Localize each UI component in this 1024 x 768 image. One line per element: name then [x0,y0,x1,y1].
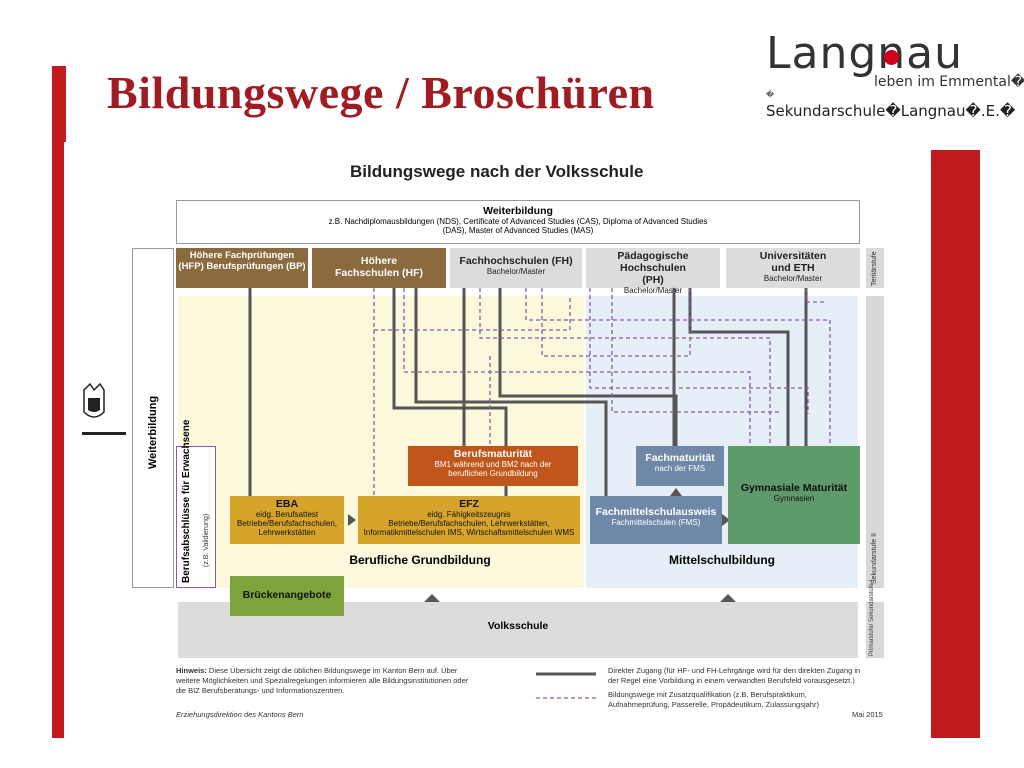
eba-title: EBA [275,498,299,510]
weiterbildung-heading: Weiterbildung [483,205,553,217]
tertiary-hfp-title: Höhere Fachprüfungen (HFP) Berufsprüfung… [178,250,306,272]
langnau-logo: Langnau leben im Emmental� � Sekundarsch… [766,28,1024,128]
tertiary-ph-sub: Bachelor/Master [623,286,683,296]
gym-maturitaet-text: Gymnasien [773,494,815,504]
berufsmaturitaet-text: BM1 während und BM2 nach der beruflichen… [434,460,552,479]
fachmaturitaet-box: Fachmaturität nach der FMS [636,446,724,486]
eba-sub: eidg. Berufsattest [255,510,319,520]
gym-maturitaet-title: Gymnasiale Maturität [740,482,848,494]
berufsmaturitaet-title: Berufsmaturität [453,448,533,460]
tertiary-hfp: Höhere Fachprüfungen (HFP) Berufsprüfung… [176,248,308,288]
eba-text: Betriebe/Berufsfachschulen, Lehrwerkstät… [236,519,338,538]
brueckenangebote-box: Brückenangebote [230,576,344,616]
berufliche-grundbildung-text: Berufliche Grundbildung [349,553,491,567]
tertiary-hf: Höhere Fachschulen (HF) [312,248,446,288]
label-berufliche-grundbildung: Berufliche Grundbildung [340,553,500,568]
fachmaturitaet-text: nach der FMS [654,464,706,474]
logo-red-dot [884,50,899,65]
tertiary-uni-sub: Bachelor/Master [763,274,823,284]
connection-lines [248,288,831,602]
weiterbildung-box: Weiterbildung z.B. Nachdiplomausbildunge… [176,200,860,244]
fms-title: Fachmittelschulausweis [595,506,717,518]
weiterbildung-column: Weiterbildung [132,248,174,588]
brueckenangebote-text: Brückenangebote [242,589,332,601]
bern-crest-icon [82,382,126,435]
weiterbildung-text: z.B. Nachdiplomausbildungen (NDS), Certi… [328,217,708,236]
tertiary-ph: Pädagogische Hochschulen (PH) Bachelor/M… [586,248,720,295]
mittelschulbildung-text: Mittelschulbildung [669,553,775,567]
left-accent-bar [52,66,64,738]
fachmaturitaet-title: Fachmaturität [645,452,715,464]
education-diagram: Bildungswege nach der Volksschule Weiter… [130,156,892,724]
tertiary-uni-title: Universitäten und ETH [759,250,827,275]
berufsmaturitaet-box: Berufsmaturität BM1 während und BM2 nach… [408,446,578,486]
efz-sub: eidg. Fähigkeitszeugnis [427,510,511,520]
logo-wordmark: Langnau [766,28,964,79]
volksschule-text: Volksschule [487,620,549,632]
level-bar-tertiaer: Tertiärstufe [866,248,884,288]
efz-title: EFZ [459,498,479,510]
logo-bullet: � [766,90,775,99]
hinweis-text: Diese Übersicht zeigt die üblichen Bildu… [176,666,469,696]
left-accent-bar-top [52,66,66,142]
efz-text: Betriebe/Berufsfachschulen, Lehrwerkstät… [363,519,575,538]
tertiary-fh-sub: Bachelor/Master [486,267,546,277]
slide-title: Bildungswege / Broschüren [107,67,655,118]
legend-direct: Direkter Zugang (für HF- und FH-Lehrgäng… [608,666,861,686]
diagram-title: Bildungswege nach der Volksschule [350,162,644,181]
fms-box: Fachmittelschulausweis Fachmittelschulen… [590,496,722,544]
right-accent-bar [931,150,980,738]
logo-school-name: Sekundarschule�Langnau�.E.� [766,102,1016,120]
hinweis-label: Hinweis: [176,666,207,675]
efz-box: EFZ eidg. Fähigkeitszeugnis Betriebe/Ber… [358,496,580,544]
gym-maturitaet-box: Gymnasiale Maturität Gymnasien [728,446,860,544]
berufsabschluesse-column: Berufsabschlüsse für Erwachsene (z.B. Va… [176,420,216,588]
label-mittelschulbildung: Mittelschulbildung [642,553,802,568]
level-bar-primar: Primarstufe/ Sekundarstufe I [866,580,884,658]
date-credit: Mai 2015 [852,710,883,719]
level-bar-sek2: Sekundarstufe II [866,296,884,588]
tertiary-fh: Fachhochschulen (FH) Bachelor/Master [450,248,582,288]
legend-swatches [536,672,596,699]
legend-additional: Bildungswege mit Zusatzqualifikation (z.… [608,690,819,710]
source-credit: Erziehungsdirektion des Kantons Bern [176,710,304,719]
logo-tagline: leben im Emmental� [874,74,1024,90]
tertiary-fh-title: Fachhochschulen (FH) [459,255,573,267]
fms-text: Fachmittelschulen (FMS) [611,518,701,528]
tertiary-hf-title: Höhere Fachschulen (HF) [334,255,424,280]
eba-box: EBA eidg. Berufsattest Betriebe/Berufsfa… [230,496,344,544]
tertiary-ph-title: Pädagogische Hochschulen (PH) [617,250,689,287]
tertiary-uni: Universitäten und ETH Bachelor/Master [726,248,860,288]
hinweis: Hinweis: Diese Übersicht zeigt die üblic… [176,666,476,696]
volksschule-label: Volksschule [178,620,858,632]
